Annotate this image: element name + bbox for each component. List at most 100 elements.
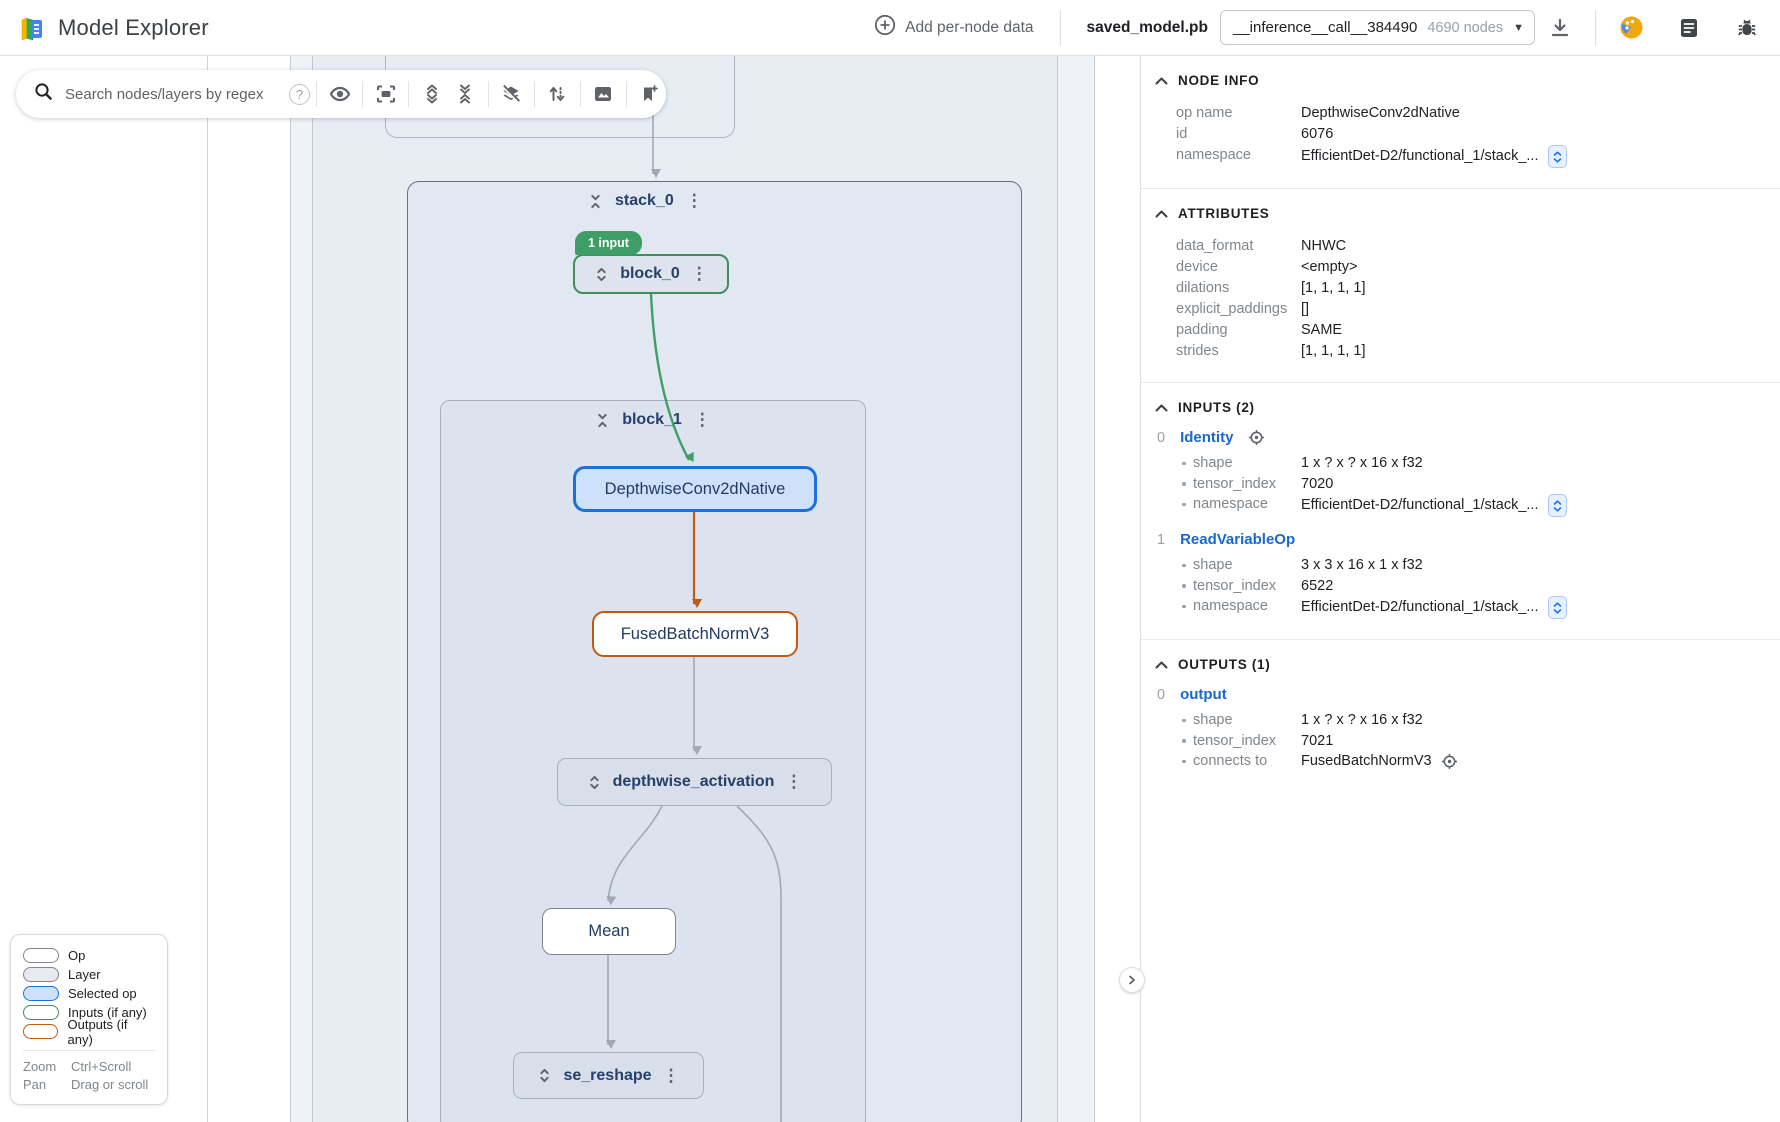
- output-detail-row: connects to FusedBatchNormV3: [1181, 751, 1760, 772]
- layer-se-reshape[interactable]: se_reshape ⋮: [513, 1052, 704, 1099]
- help-icon[interactable]: ?: [289, 83, 310, 105]
- toolbar-divider: [625, 81, 627, 107]
- input-item-readvariableop: 1 ReadVariableOp shape 3 x 3 x 16 x 1 x …: [1155, 531, 1760, 619]
- node-info-panel: NODE INFO op name DepthwiseConv2dNative …: [1140, 56, 1780, 1122]
- layer-se-reshape-label: se_reshape: [563, 1066, 652, 1084]
- graph-selector-dropdown[interactable]: __inference__call__384490 4690 nodes ▼: [1219, 10, 1535, 45]
- legend-item-inputs: Inputs (if any): [23, 1003, 155, 1022]
- op-node-mean[interactable]: Mean: [542, 908, 676, 955]
- chevron-up-icon: [1155, 210, 1168, 217]
- kebab-menu-icon[interactable]: ⋮: [690, 264, 708, 283]
- fit-to-screen-button[interactable]: [369, 76, 402, 113]
- graph-node-count: 4690 nodes: [1427, 19, 1504, 36]
- panel-expand-button[interactable]: [1119, 967, 1145, 993]
- app-header: Model Explorer Add per-node data saved_m…: [0, 0, 1780, 56]
- expand-layer-icon[interactable]: [537, 1068, 552, 1083]
- theme-palette-button[interactable]: [1612, 9, 1650, 47]
- add-per-node-data-button[interactable]: Add per-node data: [874, 14, 1034, 41]
- toolbar-divider: [579, 81, 581, 107]
- toolbar-divider: [316, 81, 317, 107]
- kebab-menu-icon[interactable]: ⋮: [685, 191, 703, 210]
- locate-node-icon[interactable]: [1441, 753, 1458, 770]
- layer-stack-0-header[interactable]: stack_0 ⋮: [588, 192, 703, 210]
- layer-node-swatch: [23, 967, 59, 982]
- layer-depthwise-activation[interactable]: depthwise_activation ⋮: [557, 758, 832, 806]
- bug-report-button[interactable]: [1728, 9, 1766, 47]
- layer-block-0[interactable]: block_0 ⋮: [573, 254, 729, 294]
- output-detail-row: tensor_index 7021: [1181, 731, 1760, 752]
- toggle-visibility-button[interactable]: [323, 76, 356, 113]
- expand-layer-icon[interactable]: [587, 775, 602, 790]
- zoom-hint: Zoom Ctrl+Scroll: [23, 1059, 132, 1074]
- attribute-row: dilations [1, 1, 1, 1]: [1176, 280, 1366, 296]
- op-node-depthwiseconv2dnative[interactable]: DepthwiseConv2dNative: [573, 466, 817, 512]
- layer-block-1-label: block_1: [622, 411, 682, 428]
- model-explorer-logo-icon: [18, 14, 46, 42]
- search-input[interactable]: [63, 84, 279, 104]
- section-title: NODE INFO: [1178, 73, 1260, 88]
- kebab-menu-icon[interactable]: ⋮: [662, 1065, 680, 1085]
- flatten-layers-button[interactable]: [541, 76, 574, 113]
- section-attributes-header[interactable]: ATTRIBUTES: [1155, 206, 1760, 221]
- namespace-expand-button[interactable]: [1547, 494, 1567, 517]
- input-detail-row: shape 3 x 3 x 16 x 1 x f32: [1181, 555, 1760, 576]
- layer-block-1-header[interactable]: block_1 ⋮: [441, 411, 865, 429]
- legend-item-outputs: Outputs (if any): [23, 1017, 155, 1047]
- attribute-row: explicit_paddings []: [1176, 301, 1310, 317]
- chevron-up-icon: [1155, 661, 1168, 668]
- collapse-all-layers-button[interactable]: [448, 76, 481, 113]
- input-node-link[interactable]: ReadVariableOp: [1180, 531, 1296, 548]
- op-node-fusedbatchnormv3[interactable]: FusedBatchNormV3: [592, 611, 798, 657]
- section-node-info-header[interactable]: NODE INFO: [1155, 73, 1760, 88]
- layer-block-0-label: block_0: [620, 265, 680, 282]
- expand-all-layers-button[interactable]: [415, 76, 448, 113]
- locate-node-icon[interactable]: [1248, 429, 1265, 446]
- toolbar-divider: [533, 81, 535, 107]
- graph-canvas[interactable]: stack_0 ⋮ block_1 ⋮: [0, 56, 1140, 1122]
- selected-op-swatch: [23, 986, 59, 1001]
- node-info-row-op-name: op name DepthwiseConv2dNative: [1176, 105, 1460, 121]
- namespace-expand-button[interactable]: [1547, 145, 1567, 168]
- layer-depthwise-activation-label: depthwise_activation: [612, 773, 775, 790]
- dropdown-arrow-icon: ▼: [1513, 21, 1524, 34]
- collapse-layer-icon[interactable]: [588, 194, 603, 209]
- section-inputs-header[interactable]: INPUTS (2): [1155, 400, 1760, 415]
- outer-layer-edge: [207, 56, 208, 1122]
- legend-item-op: Op: [23, 946, 155, 965]
- input-detail-row: namespace EfficientDet-D2/functional_1/s…: [1181, 494, 1760, 517]
- chevron-up-icon: [1155, 77, 1168, 84]
- search-box[interactable]: ?: [16, 82, 310, 106]
- chevron-up-icon: [1155, 404, 1168, 411]
- input-count-badge: 1 input: [575, 231, 642, 255]
- download-button[interactable]: [1541, 9, 1579, 47]
- kebab-menu-icon[interactable]: ⋮: [693, 410, 711, 429]
- collapse-layer-icon[interactable]: [595, 413, 610, 428]
- section-title: INPUTS (2): [1178, 400, 1255, 415]
- section-node-info: NODE INFO op name DepthwiseConv2dNative …: [1141, 56, 1780, 188]
- op-node-swatch: [23, 948, 59, 963]
- header-divider: [1059, 10, 1061, 45]
- attribute-row: strides [1, 1, 1, 1]: [1176, 343, 1366, 359]
- kebab-menu-icon[interactable]: ⋮: [785, 772, 803, 791]
- docs-button[interactable]: [1670, 9, 1708, 47]
- toolbar-divider: [487, 81, 489, 107]
- input-node-link[interactable]: Identity: [1180, 429, 1234, 446]
- output-item: 0 output shape 1 x ? x ? x 16 x f32 tens…: [1155, 686, 1760, 772]
- output-node-link[interactable]: output: [1180, 686, 1227, 703]
- section-outputs-header[interactable]: OUTPUTS (1): [1155, 657, 1760, 672]
- section-title: ATTRIBUTES: [1178, 206, 1270, 221]
- namespace-expand-button[interactable]: [1547, 596, 1567, 619]
- attribute-row: data_format NHWC: [1176, 238, 1347, 254]
- section-title: OUTPUTS (1): [1178, 657, 1271, 672]
- snapshot-image-button[interactable]: [587, 76, 620, 113]
- input-detail-row: shape 1 x ? x ? x 16 x f32: [1181, 453, 1760, 474]
- legend-item-selected-op: Selected op: [23, 984, 155, 1003]
- bookmark-add-button[interactable]: [633, 76, 666, 113]
- section-inputs: INPUTS (2) 0 Identity shape 1 x ? x ? x …: [1141, 382, 1780, 639]
- output-detail-row: shape 1 x ? x ? x 16 x f32: [1181, 710, 1760, 731]
- node-info-row-namespace: namespace EfficientDet-D2/functional_1/s…: [1176, 145, 1760, 168]
- hide-layers-button[interactable]: [494, 76, 527, 113]
- search-icon: [34, 82, 53, 106]
- expand-layer-icon[interactable]: [594, 267, 609, 282]
